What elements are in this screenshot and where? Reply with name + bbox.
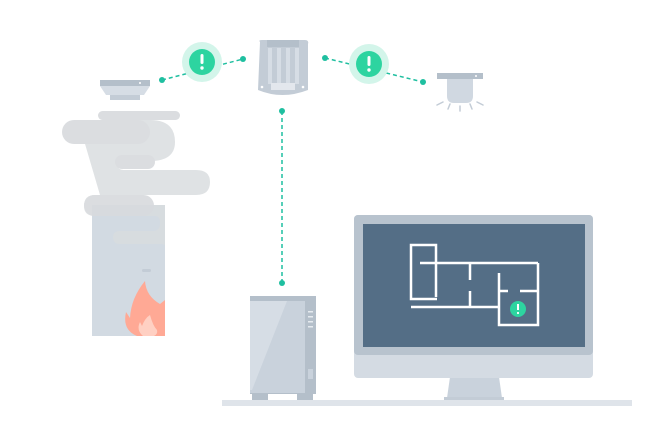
smoke-icon [62,111,210,245]
monitor-icon [354,215,593,400]
smoke-detector-icon [100,80,150,100]
network-controller-icon [258,40,309,95]
fire-icon [125,281,165,336]
ground-line [222,400,632,406]
connection-dots [159,55,426,286]
nas-server-icon [250,296,316,400]
alert-icon [510,301,526,317]
alert-icon [182,42,222,82]
strobe-alarm-icon [436,73,484,112]
floor-plan-icon [409,243,540,327]
alert-icon [349,44,389,84]
